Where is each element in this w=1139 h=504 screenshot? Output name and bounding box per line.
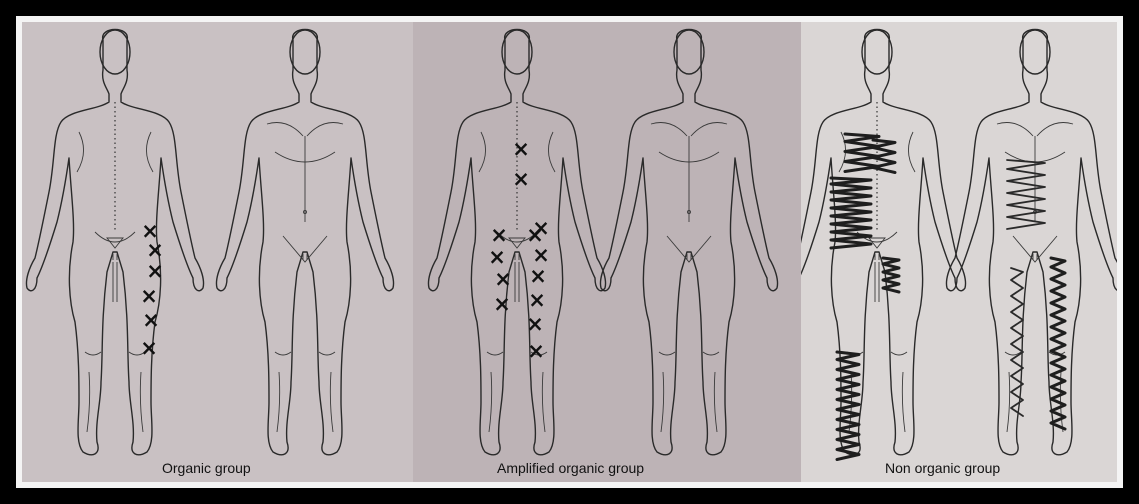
pain-x-mark: × [488, 245, 506, 269]
gluteal-line [113, 262, 117, 302]
front-view-figure [946, 30, 1117, 455]
groin-lines [667, 236, 711, 262]
pain-x-mark: × [490, 223, 508, 247]
clavicle-lines [997, 123, 1073, 137]
pain-x-mark: × [512, 167, 530, 191]
knee-lines [85, 352, 145, 355]
clavicle-lines [651, 123, 727, 137]
crotch-line [515, 254, 519, 260]
pain-scribble [1011, 268, 1023, 416]
amplified-body-diagram: ××××××××××××× [413, 22, 801, 482]
clavicle-lines [267, 123, 343, 137]
gluteal-line [515, 262, 519, 302]
knee-lines [275, 352, 335, 355]
organic-group-panel: ×××××× Organic group [22, 22, 413, 482]
front-view-figure [600, 30, 777, 455]
crotch-line [687, 254, 691, 260]
gluteal-line [875, 262, 879, 302]
body-outline [946, 30, 1117, 455]
pain-x-mark: × [512, 137, 530, 161]
pain-x-mark: × [529, 264, 547, 288]
pain-x-mark: × [494, 267, 512, 291]
head [100, 30, 130, 74]
body-outline [801, 30, 966, 455]
organic-group-caption: Organic group [162, 460, 251, 476]
head [1020, 30, 1050, 74]
groin-lines [283, 236, 327, 262]
calf-lines [661, 372, 717, 432]
pain-x-mark: × [140, 336, 158, 360]
crotch-line [113, 254, 117, 260]
calf-lines [489, 372, 545, 432]
back-view-figure [801, 30, 966, 455]
pelvis-line [95, 232, 135, 242]
head [862, 30, 892, 74]
calf-lines [277, 372, 333, 432]
sacrum [107, 238, 123, 248]
body-outline [600, 30, 777, 455]
knee-lines [659, 352, 719, 355]
pain-scribble [831, 178, 871, 248]
pain-x-mark: × [527, 339, 545, 363]
amplified-organic-group-panel: ××××××××××××× Amplified organic group [413, 22, 801, 482]
pain-x-mark: × [528, 288, 546, 312]
crotch-line [1033, 254, 1037, 260]
front-view-figure [216, 30, 393, 455]
pain-scribble [1051, 258, 1065, 429]
pain-x-mark: × [142, 308, 160, 332]
crotch-line [875, 254, 879, 260]
head [290, 30, 320, 74]
head [674, 30, 704, 74]
organic-body-diagram: ×××××× [22, 22, 413, 482]
pain-x-mark: × [140, 284, 158, 308]
pain-x-mark: × [146, 259, 164, 283]
pain-x-mark: × [526, 312, 544, 336]
sacrum [509, 238, 525, 248]
non-organic-group-caption: Non organic group [885, 460, 1000, 476]
crotch-line [303, 254, 307, 260]
body-outline [216, 30, 393, 455]
head [502, 30, 532, 74]
pain-scribble [1007, 160, 1045, 229]
back-view-figure [428, 30, 605, 455]
pain-marks: ××××××××××××× [488, 137, 550, 363]
calf-lines [87, 372, 143, 432]
back-view-figure [26, 30, 203, 455]
non-organic-body-diagram [801, 22, 1117, 482]
amplified-organic-group-caption: Amplified organic group [497, 460, 644, 476]
pain-x-mark: × [493, 292, 511, 316]
non-organic-group-panel: Non organic group [801, 22, 1117, 482]
